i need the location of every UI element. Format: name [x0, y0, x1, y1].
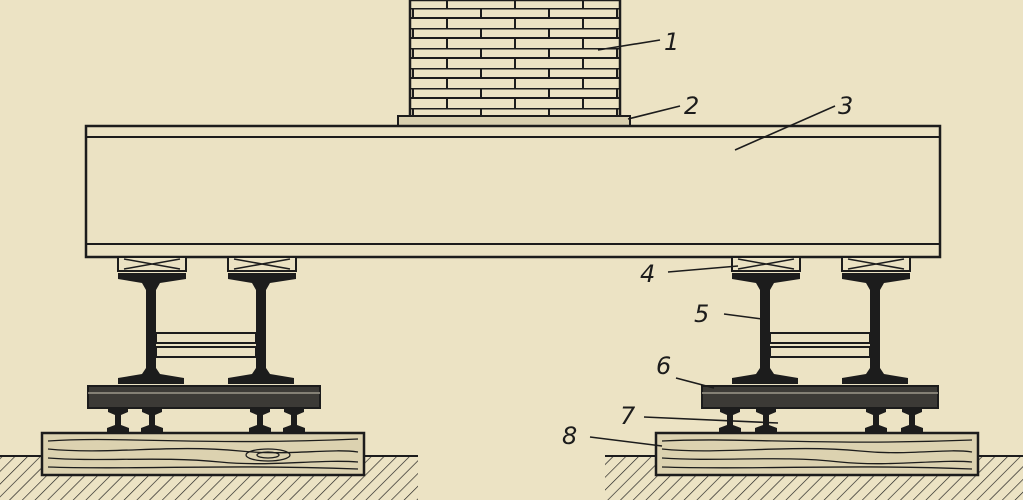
callout-7: 7: [620, 402, 636, 430]
callout-3: 3: [838, 92, 853, 120]
callout-6: 6: [656, 352, 671, 380]
leader-2: [627, 105, 681, 120]
left-support-group: [40, 256, 366, 477]
tie-plates-right: [769, 332, 871, 358]
packing-right-b: [841, 256, 911, 272]
leader-1: [597, 39, 661, 51]
leader-6: [675, 377, 715, 389]
post-right-b: [842, 273, 910, 384]
distribution-plate-left: [87, 385, 321, 409]
leader-5: [723, 313, 763, 320]
packing-left-b: [227, 256, 297, 272]
leader-8: [589, 436, 663, 447]
cross-rails-left: [107, 408, 305, 434]
post-left-b: [228, 273, 296, 384]
callout-1: 1: [664, 28, 679, 56]
bearing-plate: [397, 115, 631, 127]
timber-sleeper-right: [654, 431, 980, 477]
callout-labels: 1 2 3 4 5 6 7 8: [562, 28, 853, 450]
post-right-a: [732, 273, 800, 384]
tie-plates-left: [155, 332, 257, 358]
packing-left-a: [117, 256, 187, 272]
callout-4: 4: [640, 260, 655, 288]
brick-wall: [408, 0, 622, 120]
leader-4: [667, 265, 739, 273]
leader-lines: [589, 39, 836, 447]
leader-3: [734, 105, 836, 151]
main-beam: [84, 124, 942, 259]
callout-2: 2: [684, 92, 699, 120]
right-support-group: [654, 256, 980, 477]
packing-right-a: [731, 256, 801, 272]
timber-sleeper-left: [40, 431, 366, 477]
post-left-a: [118, 273, 186, 384]
callout-8: 8: [562, 422, 577, 450]
leader-7: [643, 416, 779, 424]
callout-5: 5: [694, 300, 709, 328]
distribution-plate-right: [701, 385, 939, 409]
